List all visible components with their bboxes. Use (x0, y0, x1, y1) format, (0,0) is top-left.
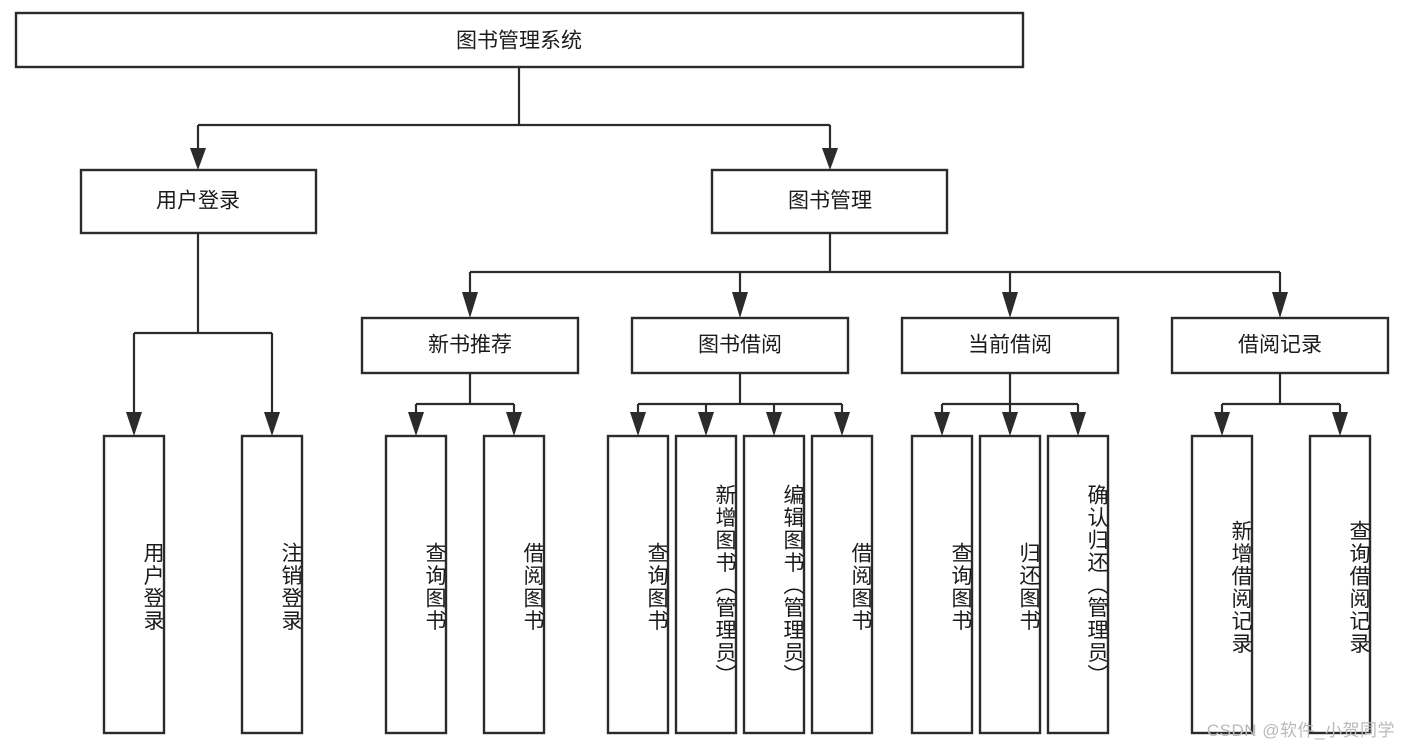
node-leaf-user-login-login[interactable] (102, 434, 166, 735)
node-leaf-new-book-borrow[interactable] (482, 434, 546, 735)
arrow-borrow-record (1272, 292, 1288, 318)
node-root-book-management-system[interactable] (14, 11, 1025, 69)
node-book-management[interactable] (710, 168, 949, 235)
node-book-management-label: 图书管理 (788, 190, 872, 213)
node-leaf-book-borrow-add[interactable] (674, 434, 738, 735)
arrow-user-login (190, 148, 206, 170)
arrow-new-book (462, 292, 478, 318)
arrow-leaf-current-borrow-2 (1002, 412, 1018, 436)
node-leaf-user-login-logout[interactable] (240, 434, 304, 735)
arrow-current-borrow (1002, 292, 1018, 318)
node-book-borrow[interactable] (630, 316, 850, 375)
node-leaf-current-borrow-query[interactable] (910, 434, 974, 735)
node-leaf-book-borrow-edit[interactable] (742, 434, 806, 735)
node-leaf-book-borrow-borrow[interactable] (810, 434, 874, 735)
arrow-leaf-current-borrow-3 (1070, 412, 1086, 436)
node-leaf-current-borrow-return[interactable] (978, 434, 1042, 735)
node-root-label: 图书管理系统 (456, 30, 582, 53)
arrow-book-borrow (732, 292, 748, 318)
node-book-borrow-label: 图书借阅 (698, 334, 782, 357)
node-leaf-new-book-query[interactable] (384, 434, 448, 735)
arrow-leaf-borrow-record-2 (1332, 412, 1348, 436)
arrow-leaf-new-book-2 (506, 412, 522, 436)
arrow-leaf-book-borrow-1 (630, 412, 646, 436)
node-leaf-borrow-record-query[interactable] (1308, 434, 1372, 735)
node-leaf-book-borrow-query[interactable] (606, 434, 670, 735)
node-borrow-record[interactable] (1170, 316, 1390, 375)
arrow-leaf-current-borrow-1 (934, 412, 950, 436)
arrow-leaf-user-login-1 (126, 412, 142, 436)
node-current-borrow[interactable] (900, 316, 1120, 375)
node-leaf-current-borrow-confirm[interactable] (1046, 434, 1110, 735)
node-current-borrow-label: 当前借阅 (968, 334, 1052, 357)
node-leaf-borrow-record-add[interactable] (1190, 434, 1254, 735)
arrow-book-manage (822, 148, 838, 170)
connector-layer (126, 67, 1348, 436)
node-layer: 图书管理系统 用户登录 图书管理 新书推荐 图书借阅 当前借阅 借阅记录 (14, 11, 1390, 735)
arrow-leaf-book-borrow-2 (698, 412, 714, 436)
arrow-leaf-book-borrow-4 (834, 412, 850, 436)
node-new-book-recommend[interactable] (360, 316, 580, 375)
arrow-leaf-user-login-2 (264, 412, 280, 436)
node-user-login[interactable] (79, 168, 318, 235)
node-user-login-label: 用户登录 (156, 190, 240, 213)
arrow-leaf-book-borrow-3 (766, 412, 782, 436)
csdn-watermark: CSDN @软件_小贺同学 (1206, 721, 1395, 740)
node-new-book-recommend-label: 新书推荐 (428, 334, 512, 357)
node-borrow-record-label: 借阅记录 (1238, 334, 1322, 357)
arrow-leaf-borrow-record-1 (1214, 412, 1230, 436)
arrow-leaf-new-book-1 (408, 412, 424, 436)
